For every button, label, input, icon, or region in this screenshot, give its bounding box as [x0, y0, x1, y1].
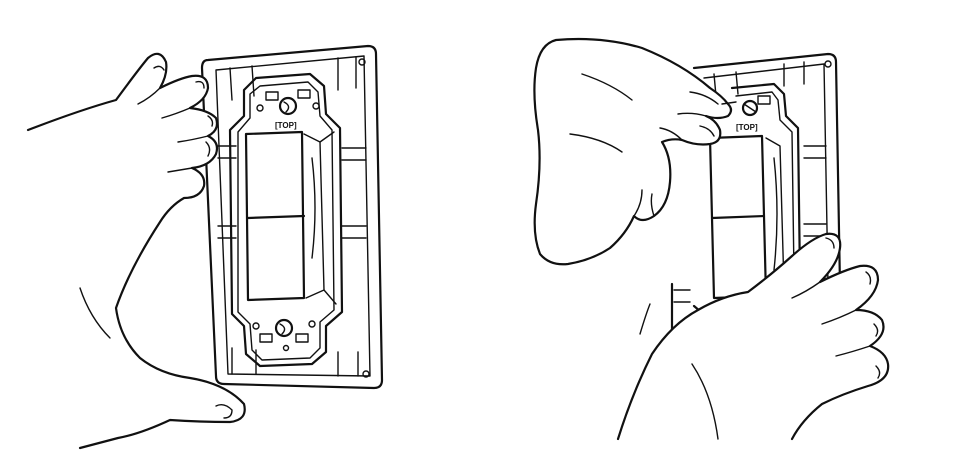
- mounting-frame: [228, 72, 344, 368]
- plate-ribs: [673, 61, 827, 303]
- left-hand: [26, 52, 246, 450]
- rocker-switch: [244, 130, 337, 305]
- bottom-screw-assembly: [252, 318, 316, 352]
- wall-plate-inner-edge: [215, 55, 371, 377]
- wall-plate-outer: [200, 44, 384, 390]
- corner-screw-icon: [358, 58, 366, 66]
- top-orientation-label: [TOP]: [275, 121, 297, 130]
- screw-fastening-drawing: [TOP]: [533, 37, 890, 441]
- lower-hand: [616, 232, 890, 441]
- illustration-panel-1: [TOP]: [20, 8, 510, 450]
- illustration-panel-2: [TOP]: [522, 34, 960, 441]
- corner-screw-icon: [362, 370, 370, 378]
- plate-installation-drawing: [TOP]: [26, 44, 384, 450]
- top-screw-assembly: [TOP]: [256, 89, 320, 130]
- top-screw-assembly: [TOP]: [736, 95, 771, 132]
- top-orientation-label: [TOP]: [736, 123, 758, 132]
- upper-hand: [533, 37, 737, 266]
- corner-screw-icon: [824, 60, 832, 68]
